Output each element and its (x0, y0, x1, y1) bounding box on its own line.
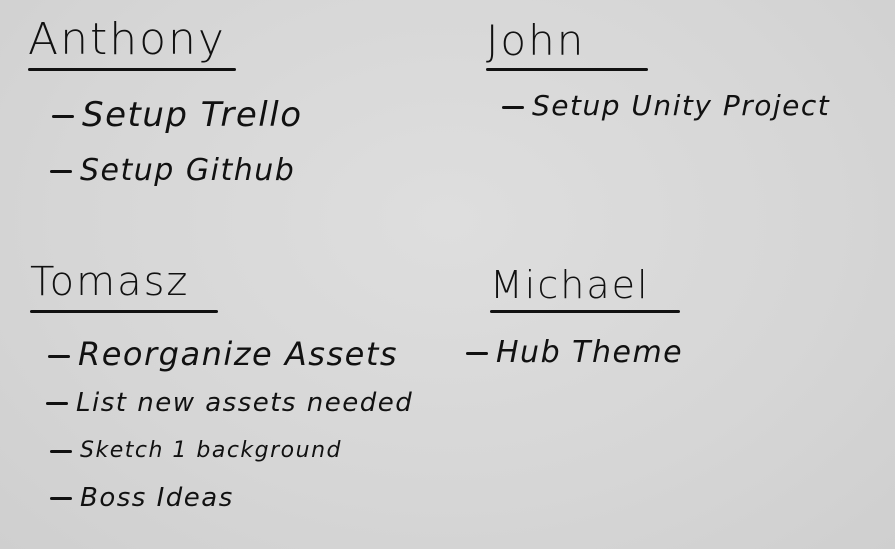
dash-icon (52, 115, 74, 118)
task-label: Setup Trello (82, 95, 303, 135)
title-underline (30, 310, 218, 313)
task-item: Setup Unity Project (502, 92, 830, 120)
dash-icon (50, 449, 72, 453)
task-label: Sketch 1 background (80, 438, 342, 463)
title-underline (486, 68, 648, 71)
dash-icon (46, 402, 68, 405)
dash-icon (50, 497, 72, 500)
task-item: Setup Trello (52, 98, 303, 132)
task-label: List new assets needed (76, 388, 414, 418)
dash-icon (502, 105, 524, 109)
section-michael: Michael (490, 266, 680, 313)
task-item: Setup Github (50, 156, 295, 186)
section-anthony: Anthony (28, 18, 236, 71)
section-title: Anthony (28, 14, 226, 65)
task-label: Reorganize Assets (78, 335, 399, 373)
section-tomasz: Tomasz (30, 262, 218, 313)
title-underline (28, 68, 236, 71)
task-item: Sketch 1 background (50, 440, 342, 462)
task-item: Boss Ideas (50, 485, 234, 511)
task-label: Boss Ideas (80, 483, 234, 513)
section-title: Michael (490, 263, 650, 307)
dash-icon (50, 170, 72, 173)
section-john: John (486, 20, 648, 71)
title-underline (490, 310, 680, 313)
task-item: Reorganize Assets (48, 338, 398, 370)
dash-icon (466, 352, 488, 355)
section-title: John (486, 16, 586, 65)
task-label: Setup Github (80, 153, 296, 188)
dash-icon (48, 354, 70, 358)
task-label: Hub Theme (496, 335, 684, 370)
section-title: Tomasz (30, 259, 190, 305)
task-label: Setup Unity Project (532, 89, 831, 122)
task-item: Hub Theme (466, 338, 683, 368)
task-item: List new assets needed (46, 390, 413, 416)
